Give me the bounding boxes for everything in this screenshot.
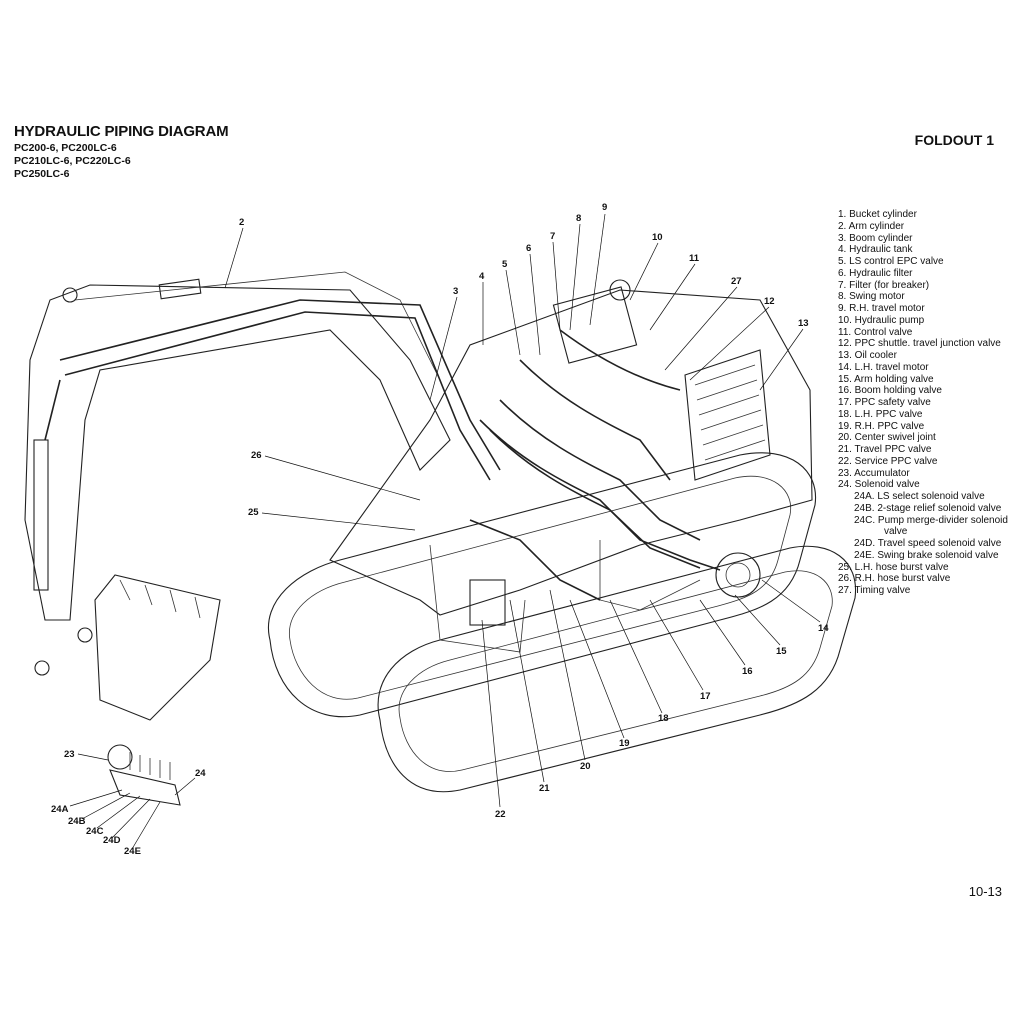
callout-6: 6 — [526, 243, 531, 254]
legend-item: 12. PPC shuttle. travel junction valve — [838, 338, 1001, 350]
upper-structure — [329, 289, 813, 653]
callout-24a: 24A — [51, 804, 69, 815]
legend-item: 4. Hydraulic tank — [838, 244, 913, 256]
callout-18: 18 — [658, 713, 669, 724]
leader-lines — [69, 213, 821, 850]
legend-item: 19. R.H. PPC valve — [838, 420, 925, 432]
callout-13: 13 — [798, 318, 809, 329]
legend-item: 7. Filter (for breaker) — [838, 279, 930, 291]
parts-legend: 1. Bucket cylinder 2. Arm cylinder 3. Bo… — [838, 209, 1022, 597]
legend-subitem: 24C. Pump merge-divider solenoid — [854, 514, 1008, 526]
foldout-label: FOLDOUT 1 — [914, 132, 994, 148]
callout-9: 9 — [602, 202, 607, 213]
legend-item: 18. L.H. PPC valve — [838, 408, 923, 420]
callout-17: 17 — [700, 691, 711, 702]
legend-item: 1. Bucket cylinder — [838, 209, 917, 220]
arm-cylinder-drawing — [158, 278, 202, 300]
legend-subitem: 24A. LS select solenoid valve — [854, 491, 985, 502]
callout-24: 24 — [195, 768, 206, 779]
title-block: HYDRAULIC PIPING DIAGRAM PC200-6, PC200L… — [14, 123, 229, 181]
page-title: HYDRAULIC PIPING DIAGRAM — [14, 123, 229, 140]
swivel-joint-drawing — [469, 579, 506, 626]
callout-24b: 24B — [68, 816, 86, 827]
legend-item: 3. Boom cylinder — [838, 232, 913, 244]
legend-item: 8. Swing motor — [838, 291, 905, 303]
callout-27: 27 — [731, 276, 742, 287]
legend-item: 5. LS control EPC valve — [838, 256, 944, 267]
callout-8: 8 — [576, 213, 581, 224]
legend-item: 6. Hydraulic filter — [838, 267, 913, 279]
bucket-drawing — [94, 574, 221, 721]
callout-7: 7 — [550, 231, 555, 242]
legend-item: 24. Solenoid valve — [838, 479, 920, 491]
legend-item: 15. Arm holding valve — [838, 373, 934, 385]
legend-item: 17. PPC safety valve — [838, 397, 931, 408]
callout-23: 23 — [64, 749, 75, 760]
legend-item: 16. Boom holding valve — [838, 385, 942, 397]
callout-21: 21 — [539, 783, 550, 794]
callout-5: 5 — [502, 259, 508, 270]
legend-item: 10. Hydraulic pump — [838, 314, 925, 326]
callout-14: 14 — [818, 623, 829, 634]
legend-item: 26. R.H. hose burst valve — [838, 573, 951, 585]
callout-16: 16 — [742, 666, 753, 677]
boom-arm-drawing — [24, 271, 501, 621]
legend-item: 2. Arm cylinder — [838, 220, 905, 232]
callout-3: 3 — [453, 286, 458, 297]
callout-24d: 24D — [103, 835, 121, 846]
travel-motor-drawing — [715, 552, 761, 598]
hydraulic-tank-drawing — [552, 286, 638, 364]
model-line-1: PC200-6, PC200LC-6 — [14, 142, 117, 154]
legend-subitem: 24E. Swing brake solenoid valve — [854, 549, 999, 561]
legend-subitem: 24D. Travel speed solenoid valve — [854, 538, 1002, 549]
legend-item: 22. Service PPC valve — [838, 455, 938, 467]
callout-12: 12 — [764, 296, 775, 307]
callout-25: 25 — [248, 507, 259, 518]
legend-item: 20. Center swivel joint — [838, 432, 936, 444]
callout-24e: 24E — [124, 846, 141, 857]
page-number: 10-13 — [968, 884, 1002, 899]
callout-19: 19 — [619, 738, 630, 749]
callout-11: 11 — [689, 253, 700, 264]
callout-26: 26 — [251, 450, 262, 461]
legend-item: 23. Accumulator — [838, 467, 910, 479]
legend-item: 9. R.H. travel motor — [838, 303, 925, 314]
legend-item: 14. L.H. travel motor — [838, 361, 929, 373]
model-line-2: PC210LC-6, PC220LC-6 — [14, 155, 131, 167]
callout-22: 22 — [495, 809, 506, 820]
callout-20: 20 — [580, 761, 591, 772]
track-assembly — [267, 452, 857, 793]
callout-15: 15 — [776, 646, 787, 657]
piping-bundle — [469, 329, 721, 601]
legend-item: 21. Travel PPC valve — [838, 444, 932, 455]
callout-2: 2 — [239, 217, 244, 228]
callout-10: 10 — [652, 232, 663, 243]
legend-item: 11. Control valve — [838, 326, 913, 338]
oil-cooler-drawing — [684, 349, 771, 481]
callout-4: 4 — [479, 271, 485, 282]
legend-subitem: 24B. 2-stage relief solenoid valve — [854, 502, 1002, 514]
legend-subitem-wrap: valve — [884, 526, 908, 538]
callouts: 2 3 4 5 6 7 8 9 10 11 27 12 13 14 15 16 … — [51, 202, 829, 857]
callout-24c: 24C — [86, 826, 104, 837]
legend-item: 27. Timing valve — [838, 585, 911, 596]
bucket-cylinder-drawing — [33, 439, 49, 591]
hydraulic-pump-drawing — [609, 279, 631, 301]
model-line-3: PC250LC-6 — [14, 168, 70, 180]
legend-item: 25. L.H. hose burst valve — [838, 561, 949, 573]
solenoid-valve-inset — [107, 744, 181, 806]
legend-item: 13. Oil cooler — [838, 350, 897, 361]
